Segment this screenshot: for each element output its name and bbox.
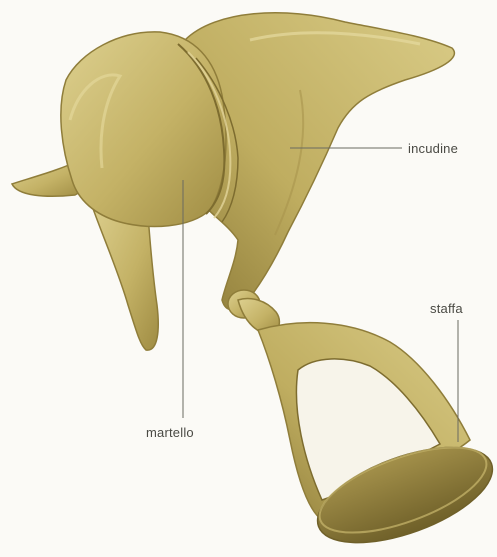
incudine-label: incudine [408, 141, 458, 156]
staffa-label: staffa [430, 301, 463, 316]
malleus-bone [12, 32, 238, 350]
incus-bone [185, 13, 454, 318]
martello-label: martello [146, 425, 194, 440]
